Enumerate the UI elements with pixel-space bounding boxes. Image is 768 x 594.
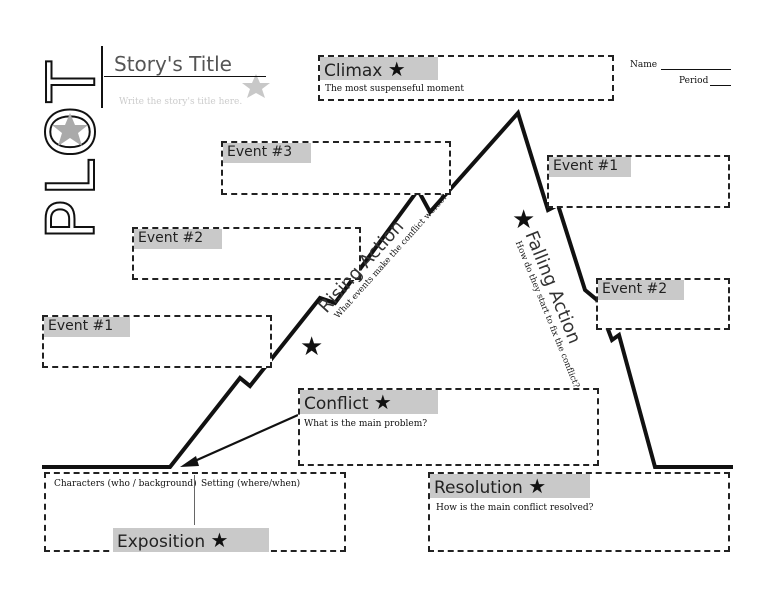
conflict-title: Conflict ★: [300, 390, 438, 414]
resolution-title: Resolution ★: [430, 474, 590, 498]
rising-event-1-label: Event #1: [44, 317, 130, 337]
conflict-arrow-line: [187, 413, 299, 466]
star-icon: [52, 113, 88, 146]
star-icon: ★: [528, 474, 547, 498]
setting-label: Setting (where/when): [201, 479, 301, 489]
rising-event-2-label: Event #2: [134, 229, 222, 249]
plot-word: PLOT: [33, 58, 110, 240]
star-icon: ★: [210, 528, 229, 552]
story-title-label: Story's Title: [114, 52, 232, 76]
period-line[interactable]: [710, 85, 731, 86]
rising-action-group: ★ Rising Action What events make the con…: [300, 192, 460, 370]
conflict-prompt: What is the main problem?: [304, 419, 428, 429]
characters-label: Characters (who / background): [54, 479, 197, 489]
name-label: Name: [630, 60, 658, 70]
falling-event-2-label: Event #2: [598, 280, 684, 300]
story-title-hint: Write the story's title here.: [119, 97, 243, 107]
plot-line: [42, 109, 733, 469]
star-icon: ★: [387, 57, 406, 81]
name-line[interactable]: [661, 69, 731, 70]
story-title-underline: [104, 76, 266, 77]
exposition-divider: [194, 475, 195, 525]
falling-event-1-label: Event #1: [549, 157, 631, 177]
climax-title: Climax ★: [320, 57, 438, 80]
star-icon: [242, 74, 270, 98]
title-divider-vertical: [101, 46, 103, 108]
plot-title-graphic: PLOT: [32, 57, 111, 241]
star-icon: ★: [373, 390, 392, 414]
conflict-arrow-head: [180, 456, 199, 467]
period-label: Period: [679, 76, 709, 86]
star-icon: ★: [512, 205, 536, 235]
rising-event-3-label: Event #3: [223, 143, 311, 163]
exposition-title: Exposition ★: [113, 528, 269, 552]
star-icon: ★: [300, 332, 324, 362]
climax-prompt: The most suspenseful moment: [325, 84, 464, 94]
resolution-prompt: How is the main conflict resolved?: [436, 503, 594, 513]
